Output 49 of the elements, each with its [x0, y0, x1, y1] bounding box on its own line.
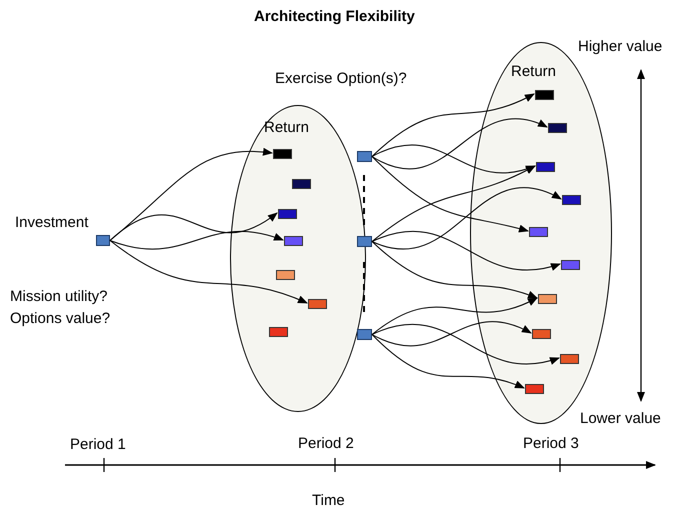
- option-square: [357, 151, 372, 162]
- value-bar: [548, 123, 567, 133]
- node-caption: Investment: [15, 214, 88, 232]
- value-bar: [538, 294, 557, 304]
- value-bar: [284, 236, 303, 246]
- value-bar: [561, 260, 580, 270]
- value-bar: [562, 195, 581, 205]
- curved-arrow: [110, 231, 284, 250]
- curved-arrow: [372, 94, 535, 157]
- curved-arrow: [372, 166, 536, 242]
- curved-arrow: [372, 144, 536, 174]
- axis-tick-label: Period 1: [70, 436, 126, 454]
- value-bar: [532, 329, 551, 339]
- curved-arrow: [372, 321, 532, 346]
- curved-arrow: [372, 324, 560, 364]
- value-bar: [292, 179, 311, 189]
- value-bar: [308, 299, 327, 309]
- curved-arrow: [110, 148, 273, 241]
- axis-tick-label: Period 3: [523, 435, 579, 453]
- diagram-title: Architecting Flexibility: [254, 8, 415, 26]
- curved-arrow: [110, 212, 278, 241]
- ellipse-heading: Return: [511, 63, 556, 81]
- value-bar: [269, 327, 288, 337]
- value-bar: [276, 270, 295, 280]
- curved-arrow: [372, 187, 562, 250]
- ellipse-heading: Return: [264, 119, 310, 137]
- value-bar: [529, 227, 548, 237]
- question-label: Exercise Option(s)?: [275, 70, 407, 88]
- curved-arrow: [372, 298, 538, 335]
- curved-arrow: [110, 240, 308, 304]
- curved-arrow: [372, 334, 525, 389]
- curved-arrow: [372, 156, 529, 233]
- curved-arrow: [372, 241, 538, 299]
- axis-title: Time: [312, 492, 345, 510]
- value-label: Higher value: [578, 38, 662, 56]
- value-bar: [278, 209, 297, 219]
- axis-tick-label: Period 2: [298, 435, 354, 453]
- curved-arrow: [372, 230, 561, 270]
- value-bar: [536, 162, 555, 172]
- value-bar: [525, 384, 544, 394]
- value-bar: [560, 354, 579, 364]
- option-square: [357, 329, 372, 340]
- curved-arrow: [372, 118, 548, 170]
- question-label: Mission utility? Options value?: [10, 287, 112, 329]
- option-square: [357, 236, 372, 247]
- value-bar: [535, 90, 554, 100]
- value-bar: [273, 149, 292, 159]
- option-square: [96, 235, 110, 246]
- value-label: Lower value: [580, 410, 661, 428]
